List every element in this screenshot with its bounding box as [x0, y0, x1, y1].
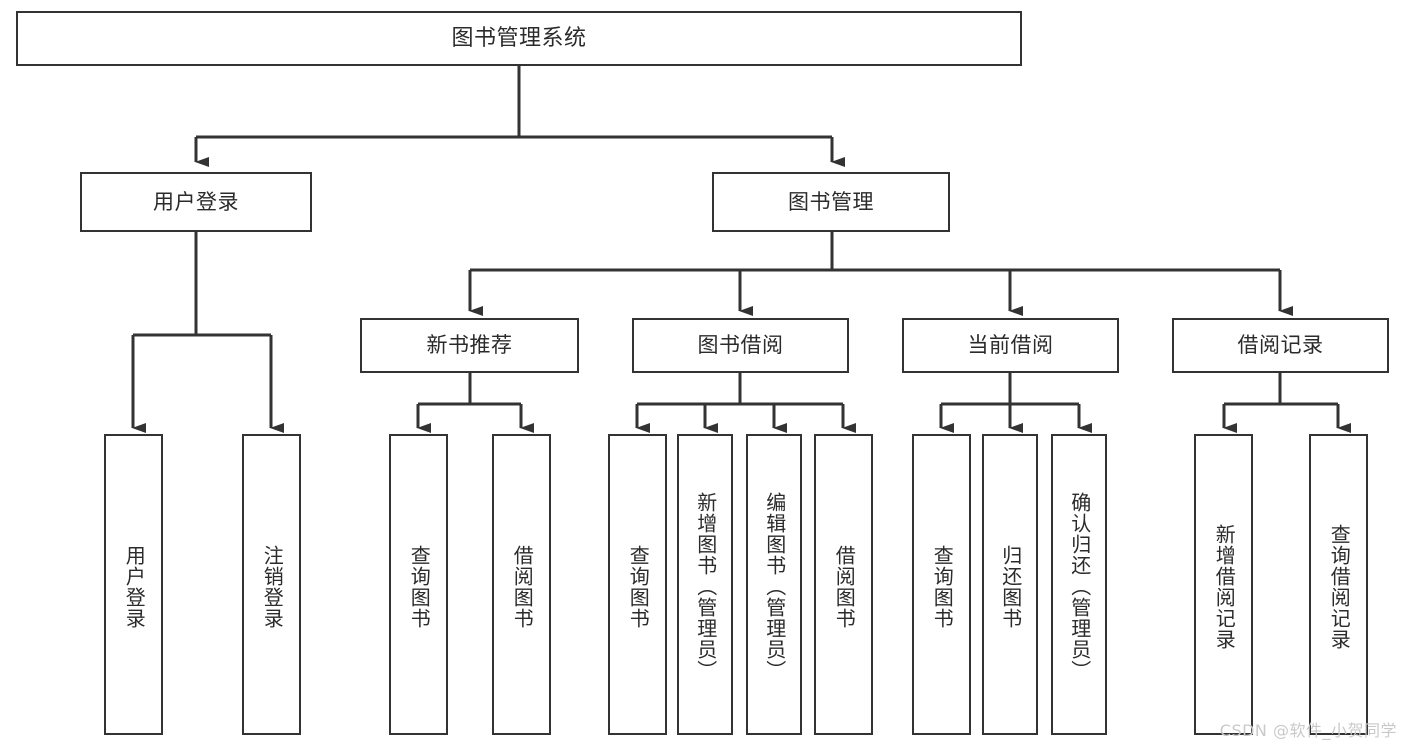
node-label: 借阅图书	[510, 544, 535, 629]
node-label: 借阅记录	[1237, 333, 1324, 358]
node-current-borrow[interactable]: 当前借阅	[902, 318, 1119, 373]
node-label: 借阅图书	[832, 544, 857, 629]
leaf-borrow-lend-book[interactable]: 借阅图书	[814, 434, 873, 735]
node-label: 新增图书（管理员）	[693, 492, 718, 681]
node-book-borrow[interactable]: 图书借阅	[632, 318, 849, 373]
node-borrow-record[interactable]: 借阅记录	[1172, 318, 1389, 373]
leaf-user-login-login[interactable]: 用户登录	[104, 434, 163, 735]
node-label: 用户登录	[122, 544, 147, 629]
node-book-management[interactable]: 图书管理	[712, 172, 950, 232]
node-root-system[interactable]: 图书管理系统	[16, 11, 1022, 66]
leaf-new-book-borrow[interactable]: 借阅图书	[492, 434, 551, 735]
node-label: 归还图书	[998, 544, 1023, 629]
node-label: 编辑图书（管理员）	[762, 492, 787, 681]
watermark-text: CSDN @软件_小贺同学	[1219, 721, 1397, 740]
leaf-borrow-query-book[interactable]: 查询图书	[608, 434, 667, 735]
leaf-borrow-edit-book[interactable]: 编辑图书（管理员）	[746, 434, 802, 735]
node-label: 图书借阅	[697, 333, 784, 358]
node-label: 查询图书	[407, 544, 432, 629]
node-new-book-recommend[interactable]: 新书推荐	[360, 318, 579, 373]
leaf-borrow-add-book[interactable]: 新增图书（管理员）	[677, 434, 733, 735]
node-user-login[interactable]: 用户登录	[80, 172, 312, 232]
leaf-current-confirm-return[interactable]: 确认归还（管理员）	[1051, 434, 1107, 735]
node-label: 用户登录	[153, 189, 239, 214]
leaf-current-return-book[interactable]: 归还图书	[982, 434, 1038, 735]
node-label: 图书管理系统	[451, 25, 587, 51]
node-label: 图书管理	[788, 189, 874, 214]
node-label: 查询图书	[626, 544, 651, 629]
leaf-new-book-query[interactable]: 查询图书	[389, 434, 448, 735]
node-label: 新书推荐	[426, 333, 513, 358]
leaf-current-query-book[interactable]: 查询图书	[912, 434, 971, 735]
node-label: 查询图书	[930, 544, 955, 629]
node-label: 新增借阅记录	[1212, 523, 1237, 650]
leaf-user-login-logout[interactable]: 注销登录	[242, 434, 301, 735]
leaf-record-add[interactable]: 新增借阅记录	[1194, 434, 1253, 735]
node-label: 当前借阅	[967, 333, 1054, 358]
node-label: 注销登录	[260, 544, 285, 629]
leaf-record-query[interactable]: 查询借阅记录	[1309, 434, 1368, 735]
node-label: 确认归还（管理员）	[1067, 492, 1092, 681]
node-label: 查询借阅记录	[1327, 523, 1352, 650]
